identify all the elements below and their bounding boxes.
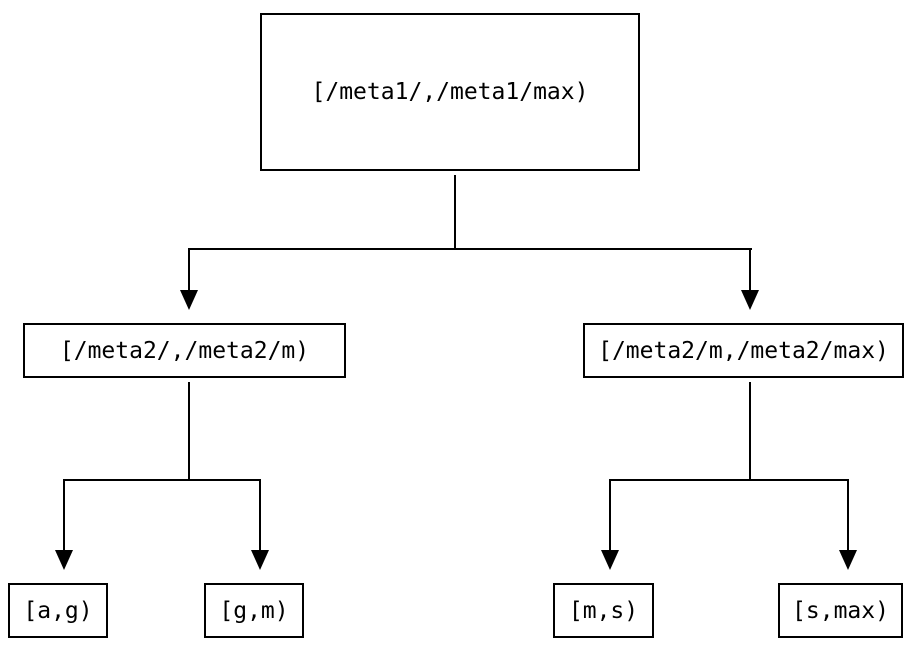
connector-line [188, 248, 752, 250]
tree-node-leaf-ag-label: [a,g) [23, 597, 93, 624]
tree-node-leaf-smax-label: [s,max) [792, 597, 889, 624]
connector-line [454, 175, 456, 250]
tree-node-root-label: [/meta1/,/meta1/max) [311, 79, 589, 105]
connector-line [609, 479, 849, 481]
tree-node-level2-right-label: [/meta2/m,/meta2/max) [598, 337, 889, 364]
connector-line [847, 479, 849, 552]
arrowhead-down-icon [251, 550, 269, 570]
connector-line [609, 479, 611, 552]
connector-line [188, 382, 190, 481]
connector-line [188, 248, 190, 292]
tree-node-level2-left-label: [/meta2/,/meta2/m) [59, 337, 310, 364]
tree-node-leaf-ms-label: [m,s) [568, 597, 639, 624]
tree-node-leaf-ms: [m,s) [553, 583, 654, 638]
tree-node-root: [/meta1/,/meta1/max) [260, 13, 640, 171]
connector-line [749, 382, 751, 481]
tree-node-level2-right: [/meta2/m,/meta2/max) [583, 323, 904, 378]
connector-line [259, 479, 261, 552]
arrowhead-down-icon [180, 290, 198, 310]
connector-line [749, 248, 751, 292]
tree-node-leaf-gm-label: [g,m) [219, 597, 289, 624]
arrowhead-down-icon [839, 550, 857, 570]
tree-node-leaf-ag: [a,g) [8, 583, 108, 638]
arrowhead-down-icon [601, 550, 619, 570]
tree-node-leaf-smax: [s,max) [778, 583, 903, 638]
arrowhead-down-icon [55, 550, 73, 570]
tree-node-level2-left: [/meta2/,/meta2/m) [23, 323, 346, 378]
connector-line [63, 479, 261, 481]
connector-line [63, 479, 65, 552]
tree-node-leaf-gm: [g,m) [204, 583, 304, 638]
arrowhead-down-icon [741, 290, 759, 310]
